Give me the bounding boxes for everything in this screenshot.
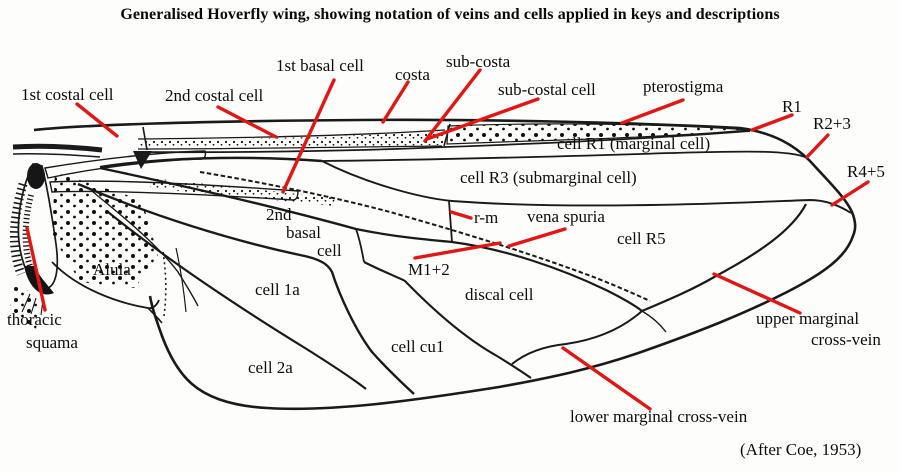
squama-lower-dots <box>10 278 40 330</box>
label-r-m: r-m <box>474 208 499 227</box>
credit-attribution: (After Coe, 1953) <box>740 440 862 459</box>
leader-vena-spuria <box>507 227 567 248</box>
leader-costa <box>381 80 410 124</box>
label-1st-costal-cell: 1st costal cell <box>21 85 114 104</box>
label-thoracic-squama-line1: thoracic <box>7 310 62 329</box>
squama-fringe-outer <box>10 182 28 276</box>
leader-lower-marginal <box>561 346 652 411</box>
vein-m1-2 <box>355 227 643 312</box>
wing-base <box>10 143 335 330</box>
label-upper-marginal-cross-vein-line2: cross-vein <box>811 330 881 349</box>
label-pterostigma: pterostigma <box>643 77 724 96</box>
leader-thoracic-squama <box>25 226 47 312</box>
label-cell-r5: cell R5 <box>617 229 666 248</box>
label-cell-cu1: cell cu1 <box>391 337 445 356</box>
leader-lines <box>25 68 870 411</box>
label-r4-5: R4+5 <box>847 162 885 181</box>
diagram-title: Generalised Hoverfly wing, showing notat… <box>120 6 780 23</box>
label-alula: Alula <box>93 260 131 279</box>
pterostigma-stipple <box>446 123 750 145</box>
leader-m1-2 <box>413 241 502 260</box>
leader-1st-costal-cell <box>75 102 119 138</box>
wing-margin-alula <box>51 261 160 310</box>
vein-m-stem <box>99 166 357 231</box>
vein-r2-3 <box>321 150 808 162</box>
vein-cu <box>77 182 415 395</box>
wing-outline <box>33 118 857 411</box>
label-2nd-basal-cell-line2: basal <box>286 223 321 242</box>
sclerite-dots-trail <box>150 178 335 206</box>
crossvein-bm-cu <box>355 228 365 263</box>
label-m1-2: M1+2 <box>408 260 450 279</box>
leader-r1 <box>750 113 794 132</box>
label-2nd-costal-cell: 2nd costal cell <box>165 86 264 105</box>
leader-1st-basal-cell <box>281 78 336 194</box>
label-cell-1a: cell 1a <box>255 280 300 299</box>
label-1st-basal-cell: 1st basal cell <box>276 56 364 75</box>
label-sub-costal-cell: sub-costal cell <box>498 80 596 99</box>
vein-r-stem <box>99 156 323 169</box>
lower-marginal-crossvein <box>511 310 643 365</box>
leader-sub-costal-cell <box>425 97 540 141</box>
label-r2-3: R2+3 <box>813 114 851 133</box>
basal-sclerite-1 <box>44 150 207 179</box>
base-dots-cluster <box>52 172 158 288</box>
label-thoracic-squama-line2: squama <box>26 333 78 352</box>
vein-r4-5 <box>321 160 852 214</box>
vannal-fold <box>175 247 187 313</box>
leader-sub-costa <box>423 68 482 143</box>
vein-subcosta-bottom <box>137 145 443 150</box>
wing-veins <box>77 130 852 395</box>
humeral-crossvein <box>142 126 148 151</box>
label-lower-marginal-cross-vein: lower marginal cross-vein <box>570 407 748 426</box>
label-vena-spuria: vena spuria <box>527 207 605 226</box>
label-cell-2a: cell 2a <box>248 358 293 377</box>
label-2nd-basal-cell-line3: cell <box>317 241 342 260</box>
vein-r1 <box>137 130 751 154</box>
label-cell-r1: cell R1 (marginal cell) <box>557 134 711 153</box>
leader-r2-3 <box>805 133 830 159</box>
subcostal-band-stipple <box>140 131 444 148</box>
label-costa: costa <box>395 65 430 84</box>
label-cell-r3: cell R3 (submarginal cell) <box>460 168 637 187</box>
label-2nd-basal-cell-line1: 2nd <box>266 205 292 224</box>
label-sub-costa: sub-costa <box>446 52 511 71</box>
label-discal-cell: discal cell <box>465 285 534 304</box>
vein-m-tip-stub <box>641 310 667 333</box>
vein-cua1 <box>363 261 532 379</box>
alula-dotted-fold <box>162 251 167 317</box>
leader-pterostigma <box>620 98 685 125</box>
leader-r-m <box>449 210 473 220</box>
basal-costal-bar <box>12 143 103 153</box>
label-upper-marginal-cross-vein-line1: upper marginal <box>756 309 860 328</box>
basal-knob <box>27 163 45 189</box>
squama-fringe-inner <box>22 194 34 267</box>
basal-bar-lower <box>12 152 101 158</box>
pterostigma-left-edge <box>443 123 451 147</box>
costal-band <box>137 123 750 151</box>
wing-margin-notch <box>147 307 163 324</box>
leader-2nd-costal-cell <box>216 105 278 139</box>
vein-costa <box>33 118 857 411</box>
leader-r4-5 <box>830 180 870 207</box>
crossvein-r-m <box>448 200 453 243</box>
leader-upper-marginal <box>712 272 802 315</box>
label-r1: R1 <box>782 97 802 116</box>
vein-subcosta-top <box>137 129 446 140</box>
